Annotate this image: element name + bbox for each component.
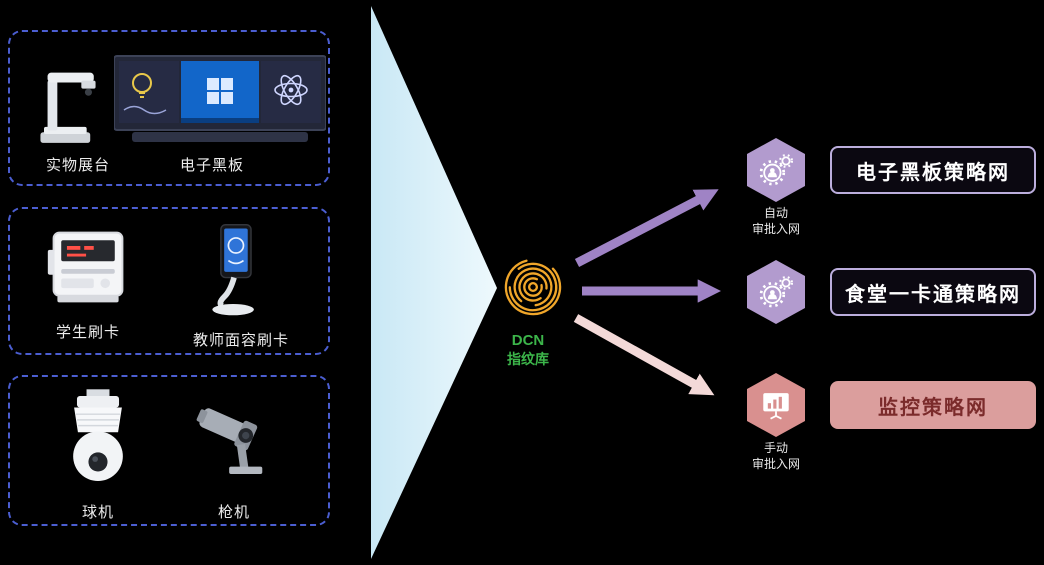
- smart-board-image: [114, 54, 326, 146]
- auto-approval-node-2: [747, 260, 805, 324]
- fingerprint-library-subtitle: 指纹库: [507, 350, 549, 367]
- label-card-reader: 学生刷卡: [55, 324, 120, 341]
- auto-approval-line2: 审批入网: [751, 222, 800, 237]
- monitor-chart-icon: [763, 393, 789, 420]
- label-face-terminal: 教师面容刷卡: [192, 332, 289, 349]
- manual-approval-node: [747, 373, 805, 437]
- label-smart-board: 电子黑板: [179, 157, 244, 174]
- card-reader-image: [44, 227, 132, 309]
- device-group-identity: 学生刷卡 教师面容刷卡: [8, 207, 330, 355]
- auto-approval-node-1: [747, 138, 805, 202]
- bullet-camera-image: [185, 397, 277, 481]
- manual-approval-line2: 审批入网: [751, 457, 800, 472]
- auto-approval-line1: 自动: [763, 206, 788, 220]
- document-camera-image: [28, 54, 108, 150]
- automation-gear-icon: [759, 275, 793, 308]
- funnel-triangle: [371, 6, 497, 559]
- automation-gear-icon: [759, 153, 793, 186]
- arrow-auto-top: [574, 189, 719, 267]
- label-document-camera: 实物展台: [45, 157, 110, 174]
- device-group-cameras: 球机 枪机: [8, 375, 330, 526]
- face-terminal-image: [202, 219, 268, 321]
- dcn-title: DCN: [511, 332, 545, 349]
- device-group-display: 实物展台 电子黑板: [8, 30, 330, 186]
- manual-approval-badge: 手动 审批入网: [718, 440, 834, 472]
- label-dome-camera: 球机: [81, 504, 114, 521]
- manual-approval-line1: 手动: [763, 441, 788, 455]
- policy-box-smartboard: 电子黑板策略网: [830, 146, 1036, 194]
- dome-camera-image: [55, 387, 141, 491]
- auto-approval-badge: 自动 审批入网: [718, 205, 834, 237]
- fingerprint-library-label: DCN 指纹库: [487, 332, 569, 368]
- policy-box-canteen-card: 食堂一卡通策略网: [830, 268, 1036, 316]
- fingerprint-icon: [504, 256, 562, 318]
- label-bullet-camera: 枪机: [217, 504, 250, 521]
- policy-box-surveillance: 监控策略网: [830, 381, 1036, 429]
- arrow-manual-bottom: [573, 314, 715, 396]
